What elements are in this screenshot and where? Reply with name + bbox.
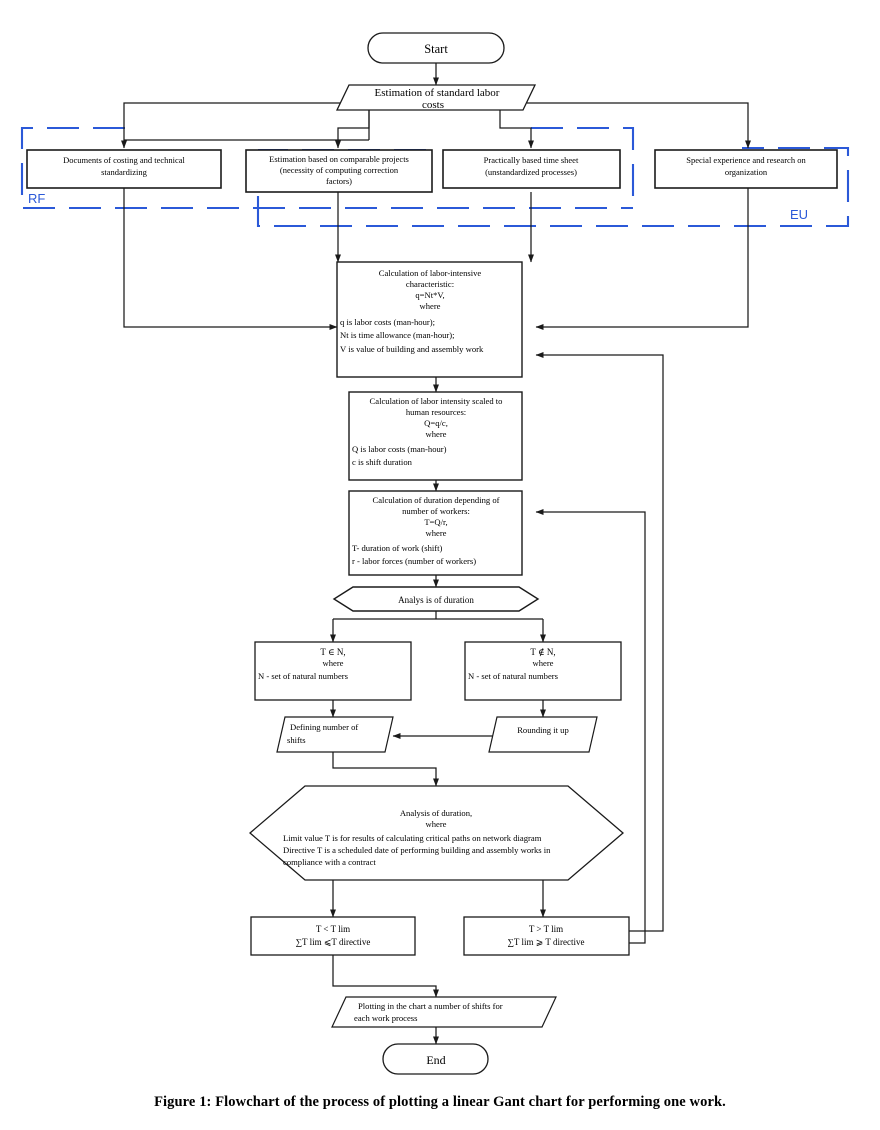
t-not-in-n-c1: T ∉ N, [530, 647, 555, 657]
calc3-c3: T=Q/r, [424, 517, 447, 527]
defining-shifts-l1: Defining number of [290, 722, 358, 732]
calc1-c4: where [420, 301, 441, 311]
node-analysis-hex-label: Analys is of duration [398, 595, 474, 605]
node-calc-labor-intensive: Calculation of labor-intensive character… [336, 261, 523, 378]
calc3-l2: r - labor forces (number of workers) [352, 556, 476, 566]
node-src-timesheet-line-1: Practically based time sheet [484, 155, 579, 165]
t-greater-line-1: T > T lim [529, 924, 563, 934]
zone-eu: EU [256, 146, 850, 228]
node-estimation-line-2: costs [422, 99, 444, 111]
node-rounding-up: Rounding it up [488, 716, 598, 753]
node-src-comparable: Estimation based on comparable projects … [245, 149, 433, 193]
t-in-n-l1: N - set of natural numbers [258, 671, 349, 681]
node-end-label: End [426, 1053, 445, 1067]
t-not-in-n-l1: N - set of natural numbers [468, 671, 559, 681]
node-t-greater: T > T lim ∑T lim ⩾ T directive [463, 916, 630, 956]
node-start-label: Start [424, 42, 448, 56]
calc3-c1: Calculation of duration depending of [373, 495, 500, 505]
t-greater-line-2: ∑T lim ⩾ T directive [508, 937, 585, 947]
node-src-timesheet-line-2: (unstandardized processes) [485, 167, 577, 177]
node-src-special-line-1: Special experience and research on [686, 155, 806, 165]
node-analysis-hex: Analys is of duration [332, 586, 540, 612]
node-end: End [382, 1043, 489, 1075]
calc1-c1: Calculation of labor-intensive [379, 268, 482, 278]
node-t-in-n: T ∈ N, where N - set of natural numbers [254, 641, 412, 701]
connectors [121, 62, 751, 1045]
analysis-dur-c2: where [426, 819, 447, 829]
calc1-l3: V is value of building and assembly work [340, 344, 484, 354]
calc1-c2: characteristic: [406, 279, 454, 289]
plotting-l2: each work process [354, 1013, 418, 1023]
node-t-less: T < T lim ∑T lim ⩽T directive [250, 916, 416, 956]
analysis-dur-c1: Analysis of duration, [400, 808, 472, 818]
plotting-l1: Plotting in the chart a number of shifts… [358, 1001, 503, 1011]
t-not-in-n-c2: where [533, 658, 554, 668]
node-t-not-in-n: T ∉ N, where N - set of natural numbers [464, 641, 622, 701]
calc2-c2: human resources: [406, 407, 466, 417]
calc1-c3: q=Nt*V, [415, 290, 444, 300]
zone-rf-label: RF [28, 191, 45, 206]
node-analysis-duration-hex: Analysis of duration, where Limit value … [248, 785, 625, 881]
analysis-dur-l1: Limit value T is for results of calculat… [283, 833, 542, 843]
zone-eu-label: EU [790, 207, 808, 222]
node-src-special: Special experience and research on organ… [654, 149, 838, 189]
analysis-dur-l2: Directive T is a scheduled date of perfo… [283, 845, 551, 855]
node-src-documents: Documents of costing and technical stand… [26, 149, 222, 189]
node-src-comparable-line-2: (necessity of computing correction [280, 165, 399, 175]
node-calc-human-resources: Calculation of labor intensity scaled to… [348, 391, 523, 481]
node-src-comparable-line-1: Estimation based on comparable projects [269, 154, 409, 164]
calc2-c4: where [426, 429, 447, 439]
node-defining-shifts: Defining number of shifts [276, 716, 394, 753]
node-estimation-line-1: Estimation of standard labor [375, 87, 500, 99]
figure-caption: Figure 1: Flowchart of the process of pl… [154, 1094, 726, 1110]
calc1-l1: q is labor costs (man-hour); [340, 317, 435, 327]
t-less-line-1: T < T lim [316, 924, 350, 934]
calc3-c4: where [426, 528, 447, 538]
node-calc-duration: Calculation of duration depending of num… [348, 490, 523, 576]
calc2-l1: Q is labor costs (man-hour) [352, 444, 447, 454]
node-src-documents-line-2: standardizing [101, 167, 148, 177]
calc1-l2: Nt is time allowance (man-hour); [340, 330, 455, 340]
calc2-c3: Q=q/c, [424, 418, 448, 428]
rounding-up-label: Rounding it up [517, 725, 569, 735]
zone-rf: RF [20, 126, 633, 210]
calc2-l2: c is shift duration [352, 457, 413, 467]
node-src-special-line-2: organization [725, 167, 768, 177]
calc3-c2: number of workers: [402, 506, 470, 516]
calc2-c1: Calculation of labor intensity scaled to [370, 396, 503, 406]
node-src-comparable-line-3: factors) [326, 176, 352, 186]
node-start: Start [367, 32, 505, 64]
t-in-n-c1: T ∈ N, [320, 647, 345, 657]
analysis-dur-l3: compliance with a contract [283, 857, 376, 867]
node-estimation: Estimation of standard labor costs [335, 84, 537, 111]
calc3-l1: T- duration of work (shift) [352, 543, 443, 553]
node-plotting: Plotting in the chart a number of shifts… [331, 996, 557, 1028]
node-src-timesheet: Practically based time sheet (unstandard… [442, 149, 621, 189]
node-src-documents-line-1: Documents of costing and technical [63, 155, 185, 165]
defining-shifts-l2: shifts [287, 735, 306, 745]
t-less-line-2: ∑T lim ⩽T directive [296, 937, 371, 947]
t-in-n-c2: where [323, 658, 344, 668]
